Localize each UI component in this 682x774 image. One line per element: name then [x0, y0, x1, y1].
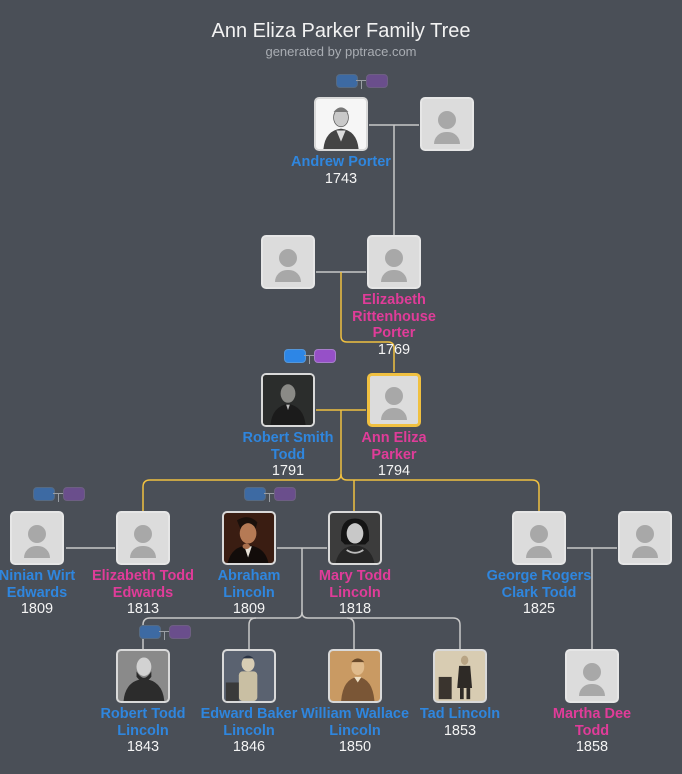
expand-father-button[interactable]: [139, 625, 161, 639]
person-andrew-porter-spouse[interactable]: [392, 97, 502, 151]
birth-year: 1850: [338, 739, 372, 755]
daguerreotype-portrait-icon: [263, 375, 313, 425]
engraving-portrait-icon: [316, 99, 366, 149]
person-name: Elizabeth Rittenhouse Porter: [352, 292, 436, 341]
pill-connector: [269, 493, 270, 502]
expand-mother-button[interactable]: [314, 349, 336, 363]
person-martha-dee-todd[interactable]: Martha Dee Todd 1858: [537, 649, 647, 755]
expand-parents-ninian-wirt-edwards[interactable]: [33, 487, 85, 502]
person-photo[interactable]: [116, 649, 170, 703]
expand-parents-andrew-porter[interactable]: [336, 74, 388, 89]
person-photo[interactable]: [222, 511, 276, 565]
birth-year: 1846: [232, 739, 266, 755]
expand-mother-button[interactable]: [366, 74, 388, 88]
placeholder-avatar-icon[interactable]: [420, 97, 474, 151]
birth-year: 1818: [338, 601, 372, 617]
placeholder-avatar-icon[interactable]: [116, 511, 170, 565]
expand-mother-button[interactable]: [169, 625, 191, 639]
birth-year: 1743: [324, 170, 358, 187]
birth-year: 1853: [443, 722, 477, 739]
person-photo[interactable]: [222, 649, 276, 703]
person-name: Mary Todd Lincoln: [318, 568, 392, 601]
birth-year: 1794: [377, 463, 411, 479]
expand-father-button[interactable]: [244, 487, 266, 501]
person-photo[interactable]: [328, 511, 382, 565]
page-subtitle: generated by pptrace.com: [265, 44, 417, 59]
person-ninian-wirt-edwards[interactable]: Ninian Wirt Edwards 1809: [0, 511, 92, 617]
pill-connector: [361, 80, 362, 89]
person-name: Robert Smith Todd: [242, 430, 334, 463]
person-grc-todd-spouse[interactable]: [590, 511, 682, 565]
expand-parents-robert-todd-lincoln[interactable]: [139, 625, 191, 640]
person-name: Tad Lincoln: [419, 706, 501, 722]
expand-mother-button[interactable]: [274, 487, 296, 501]
pill-connector: [164, 631, 165, 640]
person-name: William Wallace Lincoln: [300, 706, 410, 739]
person-name: Ann Eliza Parker: [361, 430, 427, 463]
pill-connector: [309, 355, 310, 364]
placeholder-avatar-icon[interactable]: [367, 373, 421, 427]
person-photo[interactable]: [261, 373, 315, 427]
sepia-portrait-icon: [435, 651, 485, 701]
person-photo[interactable]: [328, 649, 382, 703]
placeholder-avatar-icon[interactable]: [512, 511, 566, 565]
person-elizabeth-rittenhouse-porter[interactable]: Elizabeth Rittenhouse Porter 1769: [339, 235, 449, 358]
person-photo[interactable]: [433, 649, 487, 703]
bw-portrait-icon: [118, 651, 168, 701]
person-tad-lincoln[interactable]: Tad Lincoln 1853: [405, 649, 515, 739]
person-mary-todd-lincoln[interactable]: Mary Todd Lincoln 1818: [300, 511, 410, 617]
birth-year: 1769: [377, 341, 411, 358]
person-andrew-porter[interactable]: Andrew Porter 1743: [286, 97, 396, 187]
person-edward-baker-lincoln[interactable]: Edward Baker Lincoln 1846: [194, 649, 304, 755]
person-robert-todd-lincoln[interactable]: Robert Todd Lincoln 1843: [88, 649, 198, 755]
birth-year: 1825: [522, 601, 556, 617]
person-name: Ninian Wirt Edwards: [0, 568, 76, 601]
person-name: George Rogers Clark Todd: [486, 568, 592, 601]
bw-portrait-icon: [330, 513, 380, 563]
person-name: Robert Todd Lincoln: [100, 706, 186, 739]
pill-connector: [58, 493, 59, 502]
birth-year: 1843: [126, 739, 160, 755]
placeholder-avatar-icon[interactable]: [261, 235, 315, 289]
page-title: Ann Eliza Parker Family Tree: [211, 20, 471, 42]
color-portrait-icon: [224, 513, 274, 563]
birth-year: 1809: [232, 601, 266, 617]
birth-year: 1791: [271, 463, 305, 479]
person-name: Elizabeth Todd Edwards: [91, 568, 195, 601]
person-ann-eliza-parker[interactable]: Ann Eliza Parker 1794: [339, 373, 449, 479]
placeholder-avatar-icon[interactable]: [10, 511, 64, 565]
expand-mother-button[interactable]: [63, 487, 85, 501]
tinted-portrait-icon: [224, 651, 274, 701]
person-robert-smith-todd[interactable]: Robert Smith Todd 1791: [233, 373, 343, 479]
person-william-wallace-lincoln[interactable]: William Wallace Lincoln 1850: [300, 649, 410, 755]
expand-parents-abraham-lincoln[interactable]: [244, 487, 296, 502]
sepia-portrait-icon: [330, 651, 380, 701]
person-name: Andrew Porter: [291, 154, 391, 170]
person-abraham-lincoln[interactable]: Abraham Lincoln 1809: [194, 511, 304, 617]
person-name: Martha Dee Todd: [552, 706, 632, 739]
birth-year: 1809: [20, 601, 54, 617]
placeholder-avatar-icon[interactable]: [565, 649, 619, 703]
placeholder-avatar-icon[interactable]: [618, 511, 672, 565]
placeholder-avatar-icon[interactable]: [367, 235, 421, 289]
birth-year: 1858: [575, 739, 609, 755]
person-photo[interactable]: [314, 97, 368, 151]
person-name: Edward Baker Lincoln: [200, 706, 298, 739]
person-name: Abraham Lincoln: [217, 568, 281, 601]
expand-father-button[interactable]: [33, 487, 55, 501]
expand-father-button[interactable]: [336, 74, 358, 88]
person-er-porter-spouse[interactable]: [233, 235, 343, 289]
birth-year: 1813: [126, 601, 160, 617]
expand-father-button[interactable]: [284, 349, 306, 363]
expand-parents-robert-smith-todd[interactable]: [284, 349, 336, 364]
person-george-rogers-clark-todd[interactable]: George Rogers Clark Todd 1825: [484, 511, 594, 617]
person-elizabeth-todd-edwards[interactable]: Elizabeth Todd Edwards 1813: [88, 511, 198, 617]
